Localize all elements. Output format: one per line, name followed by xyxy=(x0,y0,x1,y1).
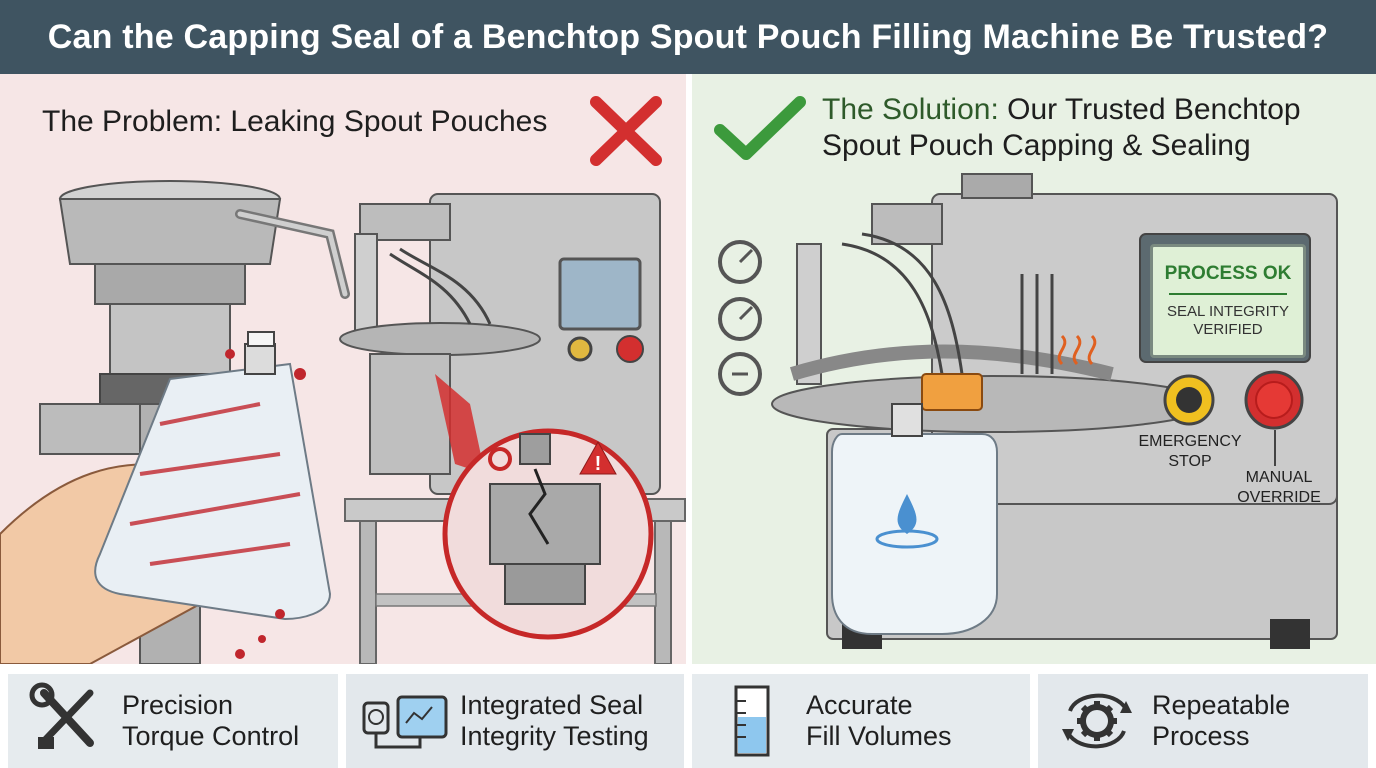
gear-cycle-icon xyxy=(1062,693,1132,749)
feature-fill-volumes-line1: Accurate xyxy=(806,690,913,720)
feature-repeatable: Repeatable Process xyxy=(1038,674,1368,768)
wrench-screwdriver-icon xyxy=(29,682,94,749)
feature-repeatable-label: Repeatable Process xyxy=(1152,690,1290,752)
status-screen: PROCESS OK SEAL INTEGRITY VERIFIED xyxy=(1150,244,1306,358)
solution-title-rest: Our Trusted Benchtop xyxy=(998,93,1301,126)
manual-override-label-line1: MANUAL xyxy=(1245,469,1313,486)
pointer-line xyxy=(1274,430,1276,466)
solution-title-lead: The Solution: xyxy=(822,93,999,126)
gauge-tester-icon xyxy=(362,695,448,749)
feature-fill-volumes: Accurate Fill Volumes xyxy=(692,674,1030,768)
cross-icon xyxy=(590,96,662,166)
measuring-beaker-icon xyxy=(734,685,770,757)
solution-title: The Solution: Our Trusted Benchtop Spout… xyxy=(822,92,1301,164)
check-icon xyxy=(714,96,806,160)
feature-torque-line2: Torque Control xyxy=(122,721,300,751)
feature-seal-testing-line2: Integrity Testing xyxy=(460,721,649,751)
emergency-stop-label: EMERGENCY STOP xyxy=(1137,432,1243,472)
process-status: PROCESS OK xyxy=(1164,263,1292,284)
feature-fill-volumes-line2: Fill Volumes xyxy=(806,721,952,751)
feature-torque: Precision Torque Control xyxy=(8,674,338,768)
manual-override-label: MANUAL OVERRIDE xyxy=(1228,468,1330,508)
feature-torque-line1: Precision xyxy=(122,690,234,720)
gauge-icon-group xyxy=(718,240,762,396)
feature-seal-testing-line1: Integrated Seal xyxy=(460,690,644,720)
feature-fill-volumes-label: Accurate Fill Volumes xyxy=(806,690,952,752)
panel-divider xyxy=(686,74,692,664)
seal-message-line2: VERIFIED xyxy=(1193,321,1263,338)
problem-illustration: ! xyxy=(0,180,686,664)
solution-title-line2: Spout Pouch Capping & Sealing xyxy=(822,129,1251,162)
feature-torque-label: Precision Torque Control xyxy=(122,690,299,752)
emergency-stop-label-line1: EMERGENCY xyxy=(1138,433,1242,450)
feature-repeatable-line2: Process xyxy=(1152,721,1250,751)
svg-text:!: ! xyxy=(595,453,602,475)
manual-override-label-line2: OVERRIDE xyxy=(1237,489,1321,506)
seal-message-line1: SEAL INTEGRITY xyxy=(1167,303,1289,320)
feature-seal-testing-label: Integrated Seal Integrity Testing xyxy=(460,690,649,752)
feature-repeatable-line1: Repeatable xyxy=(1152,690,1291,720)
problem-panel: ! The Problem: Leaking Spout Pouches xyxy=(0,74,686,664)
feature-seal-testing: Integrated Seal Integrity Testing xyxy=(346,674,684,768)
page-title: Can the Capping Seal of a Benchtop Spout… xyxy=(0,0,1376,74)
solution-panel: The Solution: Our Trusted Benchtop Spout… xyxy=(692,74,1376,664)
page-title-text: Can the Capping Seal of a Benchtop Spout… xyxy=(47,17,1329,56)
screen-divider xyxy=(1169,293,1287,295)
problem-title: The Problem: Leaking Spout Pouches xyxy=(42,105,548,138)
emergency-stop-label-line2: STOP xyxy=(1168,453,1212,470)
